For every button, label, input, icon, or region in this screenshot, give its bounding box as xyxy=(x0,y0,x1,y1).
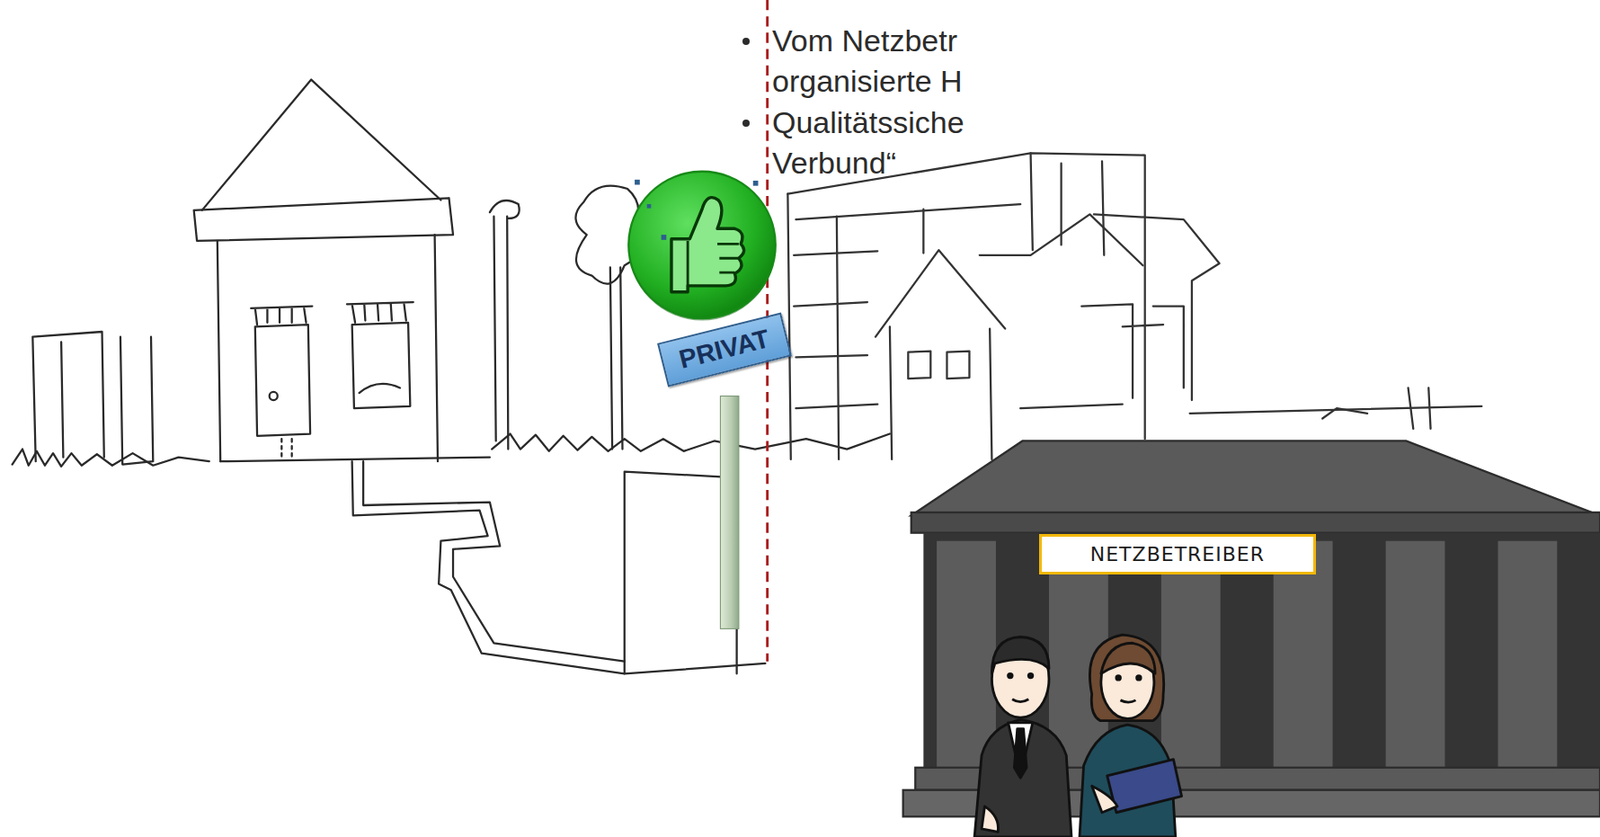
people-figures-part xyxy=(1137,675,1142,681)
bullet-text: Vom Netzbetr organisierte H xyxy=(772,20,1017,102)
people-figures-part xyxy=(1092,785,1118,813)
people-figures-part xyxy=(1012,699,1029,703)
bullet-dot xyxy=(742,37,750,45)
building-sketch-part xyxy=(889,326,993,460)
house-sketch-part xyxy=(194,197,454,241)
house-sketch-part xyxy=(435,234,438,462)
people-figures-part xyxy=(1101,642,1156,674)
house-sketch-part xyxy=(489,200,520,219)
thumbs-up-icon xyxy=(628,171,775,321)
thumbs-up-icon-part xyxy=(628,171,775,319)
node-text: NETZBETREIBER xyxy=(1090,542,1265,566)
thumbs-up-icon-part xyxy=(661,234,667,240)
operator-building-part xyxy=(936,541,996,773)
people-figures xyxy=(974,634,1182,837)
bullet-text: Qualitätssiche Verbund“ xyxy=(772,102,1017,184)
house-sketch-part xyxy=(250,306,312,325)
house-sketch-part xyxy=(346,302,414,323)
house-sketch-part xyxy=(217,240,221,462)
house-sketch-part xyxy=(610,266,623,449)
house-sketch-part xyxy=(269,391,278,400)
thumbs-up-icon-part xyxy=(647,204,652,209)
building-sketch-part xyxy=(787,152,1145,439)
people-figures-part xyxy=(981,806,998,832)
house-sketch-part xyxy=(363,461,625,662)
people-figures-part xyxy=(1107,759,1183,813)
people-figures-part xyxy=(974,719,1072,837)
building-sketch-part xyxy=(875,249,1005,338)
house-sketch-part xyxy=(255,324,311,436)
people-figures-part xyxy=(1028,673,1033,678)
house-sketch-part xyxy=(12,449,210,467)
house-sketch-part xyxy=(202,80,442,211)
operator-label: NETZBETREIBER xyxy=(1039,533,1317,575)
people-figures-part xyxy=(1008,673,1014,678)
thumbs-up-icon-part xyxy=(687,240,739,286)
building-sketch-part xyxy=(836,209,924,460)
operator-building-part xyxy=(1273,541,1334,773)
operator-building-part xyxy=(911,512,1600,534)
building-sketch-part xyxy=(907,351,969,380)
node-text: PRIVAT xyxy=(675,324,773,376)
house-sketch-part xyxy=(359,383,400,393)
people-figures-part xyxy=(1116,675,1121,681)
house-sketch-part xyxy=(220,457,490,463)
privat-sign: PRIVAT xyxy=(657,312,792,388)
house-sketch-part xyxy=(493,216,508,450)
building-sketch-part xyxy=(1322,408,1368,418)
house-sketch xyxy=(12,80,890,675)
house-sketch-part xyxy=(281,438,292,460)
operator-building-part xyxy=(1386,541,1446,773)
building-sketch-part xyxy=(1020,404,1482,414)
building-sketch-part xyxy=(793,204,1021,409)
building-sketch-part xyxy=(979,213,1144,266)
house-sketch-part xyxy=(32,331,153,465)
house-sketch-part xyxy=(352,322,411,409)
thumbs-up-icon-part xyxy=(671,197,745,293)
bullet-dot xyxy=(742,119,750,127)
people-figures-part xyxy=(1089,634,1164,720)
operator-building-part xyxy=(1497,541,1557,773)
building-sketch xyxy=(787,152,1482,460)
operator-building-part xyxy=(1161,541,1221,773)
operator-building-part xyxy=(911,440,1600,516)
thumbs-up-icon-part xyxy=(634,179,640,186)
house-sketch-part xyxy=(491,434,890,452)
people-figures-part xyxy=(991,636,1049,674)
building-sketch-part xyxy=(1408,387,1432,428)
house-sketch-part xyxy=(352,461,766,674)
building-sketch-part xyxy=(1031,152,1105,256)
building-sketch-part xyxy=(787,194,791,460)
building-sketch-part xyxy=(1081,303,1184,398)
sign-pole xyxy=(720,396,738,630)
people-figures-part xyxy=(1013,728,1027,778)
people-figures-part xyxy=(1120,700,1136,703)
thumbs-up-icon-part xyxy=(753,180,759,187)
